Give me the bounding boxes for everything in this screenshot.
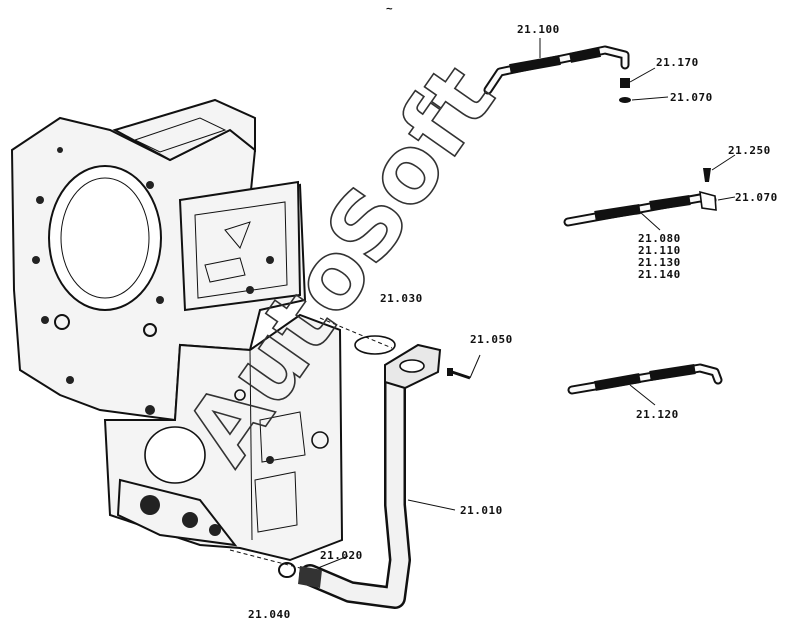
label-21140: 21.140 [638, 268, 681, 281]
label-21070-b: 21.070 [735, 191, 778, 204]
label-21110: 21.110 [638, 244, 681, 257]
gasket-21030 [354, 335, 396, 355]
label-21040: 21.040 [248, 608, 291, 621]
hose-21100 [483, 38, 630, 95]
transmission-housing [10, 98, 344, 562]
label-21010: 21.010 [460, 504, 503, 517]
label-21070-a: 21.070 [670, 91, 713, 104]
hose-21080-group [563, 154, 736, 231]
label-21100: 21.100 [517, 23, 560, 36]
label-21050: 21.050 [470, 333, 513, 346]
hose-21120 [567, 363, 723, 406]
label-21080: 21.080 [638, 232, 681, 245]
washer-21070-top [619, 96, 669, 103]
top-mark: ~ [386, 2, 393, 15]
bolt-21050 [447, 354, 481, 380]
main-pipe-21010 [298, 343, 442, 609]
oring-21040 [278, 562, 296, 578]
label-21130: 21.130 [638, 256, 681, 269]
label-21030: 21.030 [380, 292, 423, 305]
label-21120: 21.120 [636, 408, 679, 421]
label-21170: 21.170 [656, 56, 699, 69]
fitting-21170 [620, 67, 656, 88]
label-21250: 21.250 [728, 144, 771, 157]
label-21020: 21.020 [320, 549, 363, 562]
